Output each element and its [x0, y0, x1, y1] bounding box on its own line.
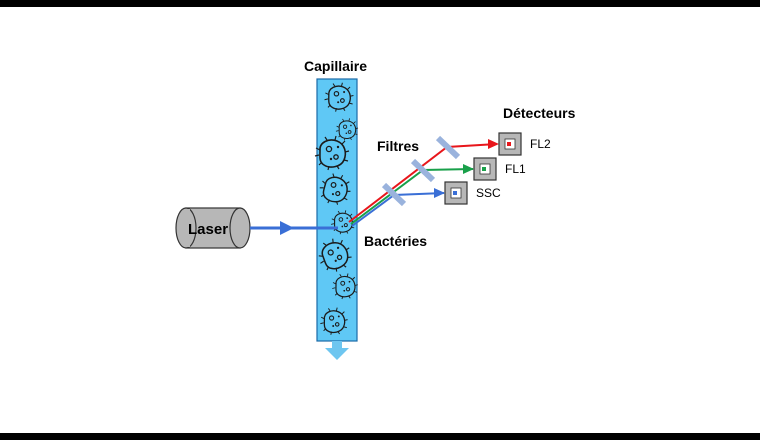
detector-box-icon	[498, 132, 522, 156]
laser-cylinder-icon	[175, 207, 251, 249]
laser-beam-arrow	[280, 221, 294, 235]
flow-arrow-icon	[325, 341, 349, 360]
fl2-beam	[348, 143, 498, 223]
bottom-border	[0, 433, 760, 440]
ssc-beam-arrow	[434, 188, 445, 198]
laser-label: Laser	[188, 221, 228, 238]
filter-icon	[435, 135, 461, 160]
detector-box-icon	[444, 181, 468, 205]
detector-box-icon	[473, 157, 497, 181]
detector-fl1-label: FL1	[505, 162, 526, 176]
fl2-beam-arrow	[488, 139, 499, 149]
detector-fl2-label: FL2	[530, 137, 551, 151]
fl1-beam-arrow	[463, 164, 474, 174]
bacteria-label: Bactéries	[364, 233, 427, 249]
capillary-tube	[316, 78, 358, 342]
filter-icon	[410, 158, 436, 183]
detectors-label: Détecteurs	[503, 105, 576, 121]
top-border	[0, 0, 760, 7]
capillary-label: Capillaire	[304, 58, 367, 74]
filter-icon	[381, 182, 407, 207]
filters-label: Filtres	[377, 138, 419, 154]
detector-ssc-label: SSC	[476, 186, 501, 200]
